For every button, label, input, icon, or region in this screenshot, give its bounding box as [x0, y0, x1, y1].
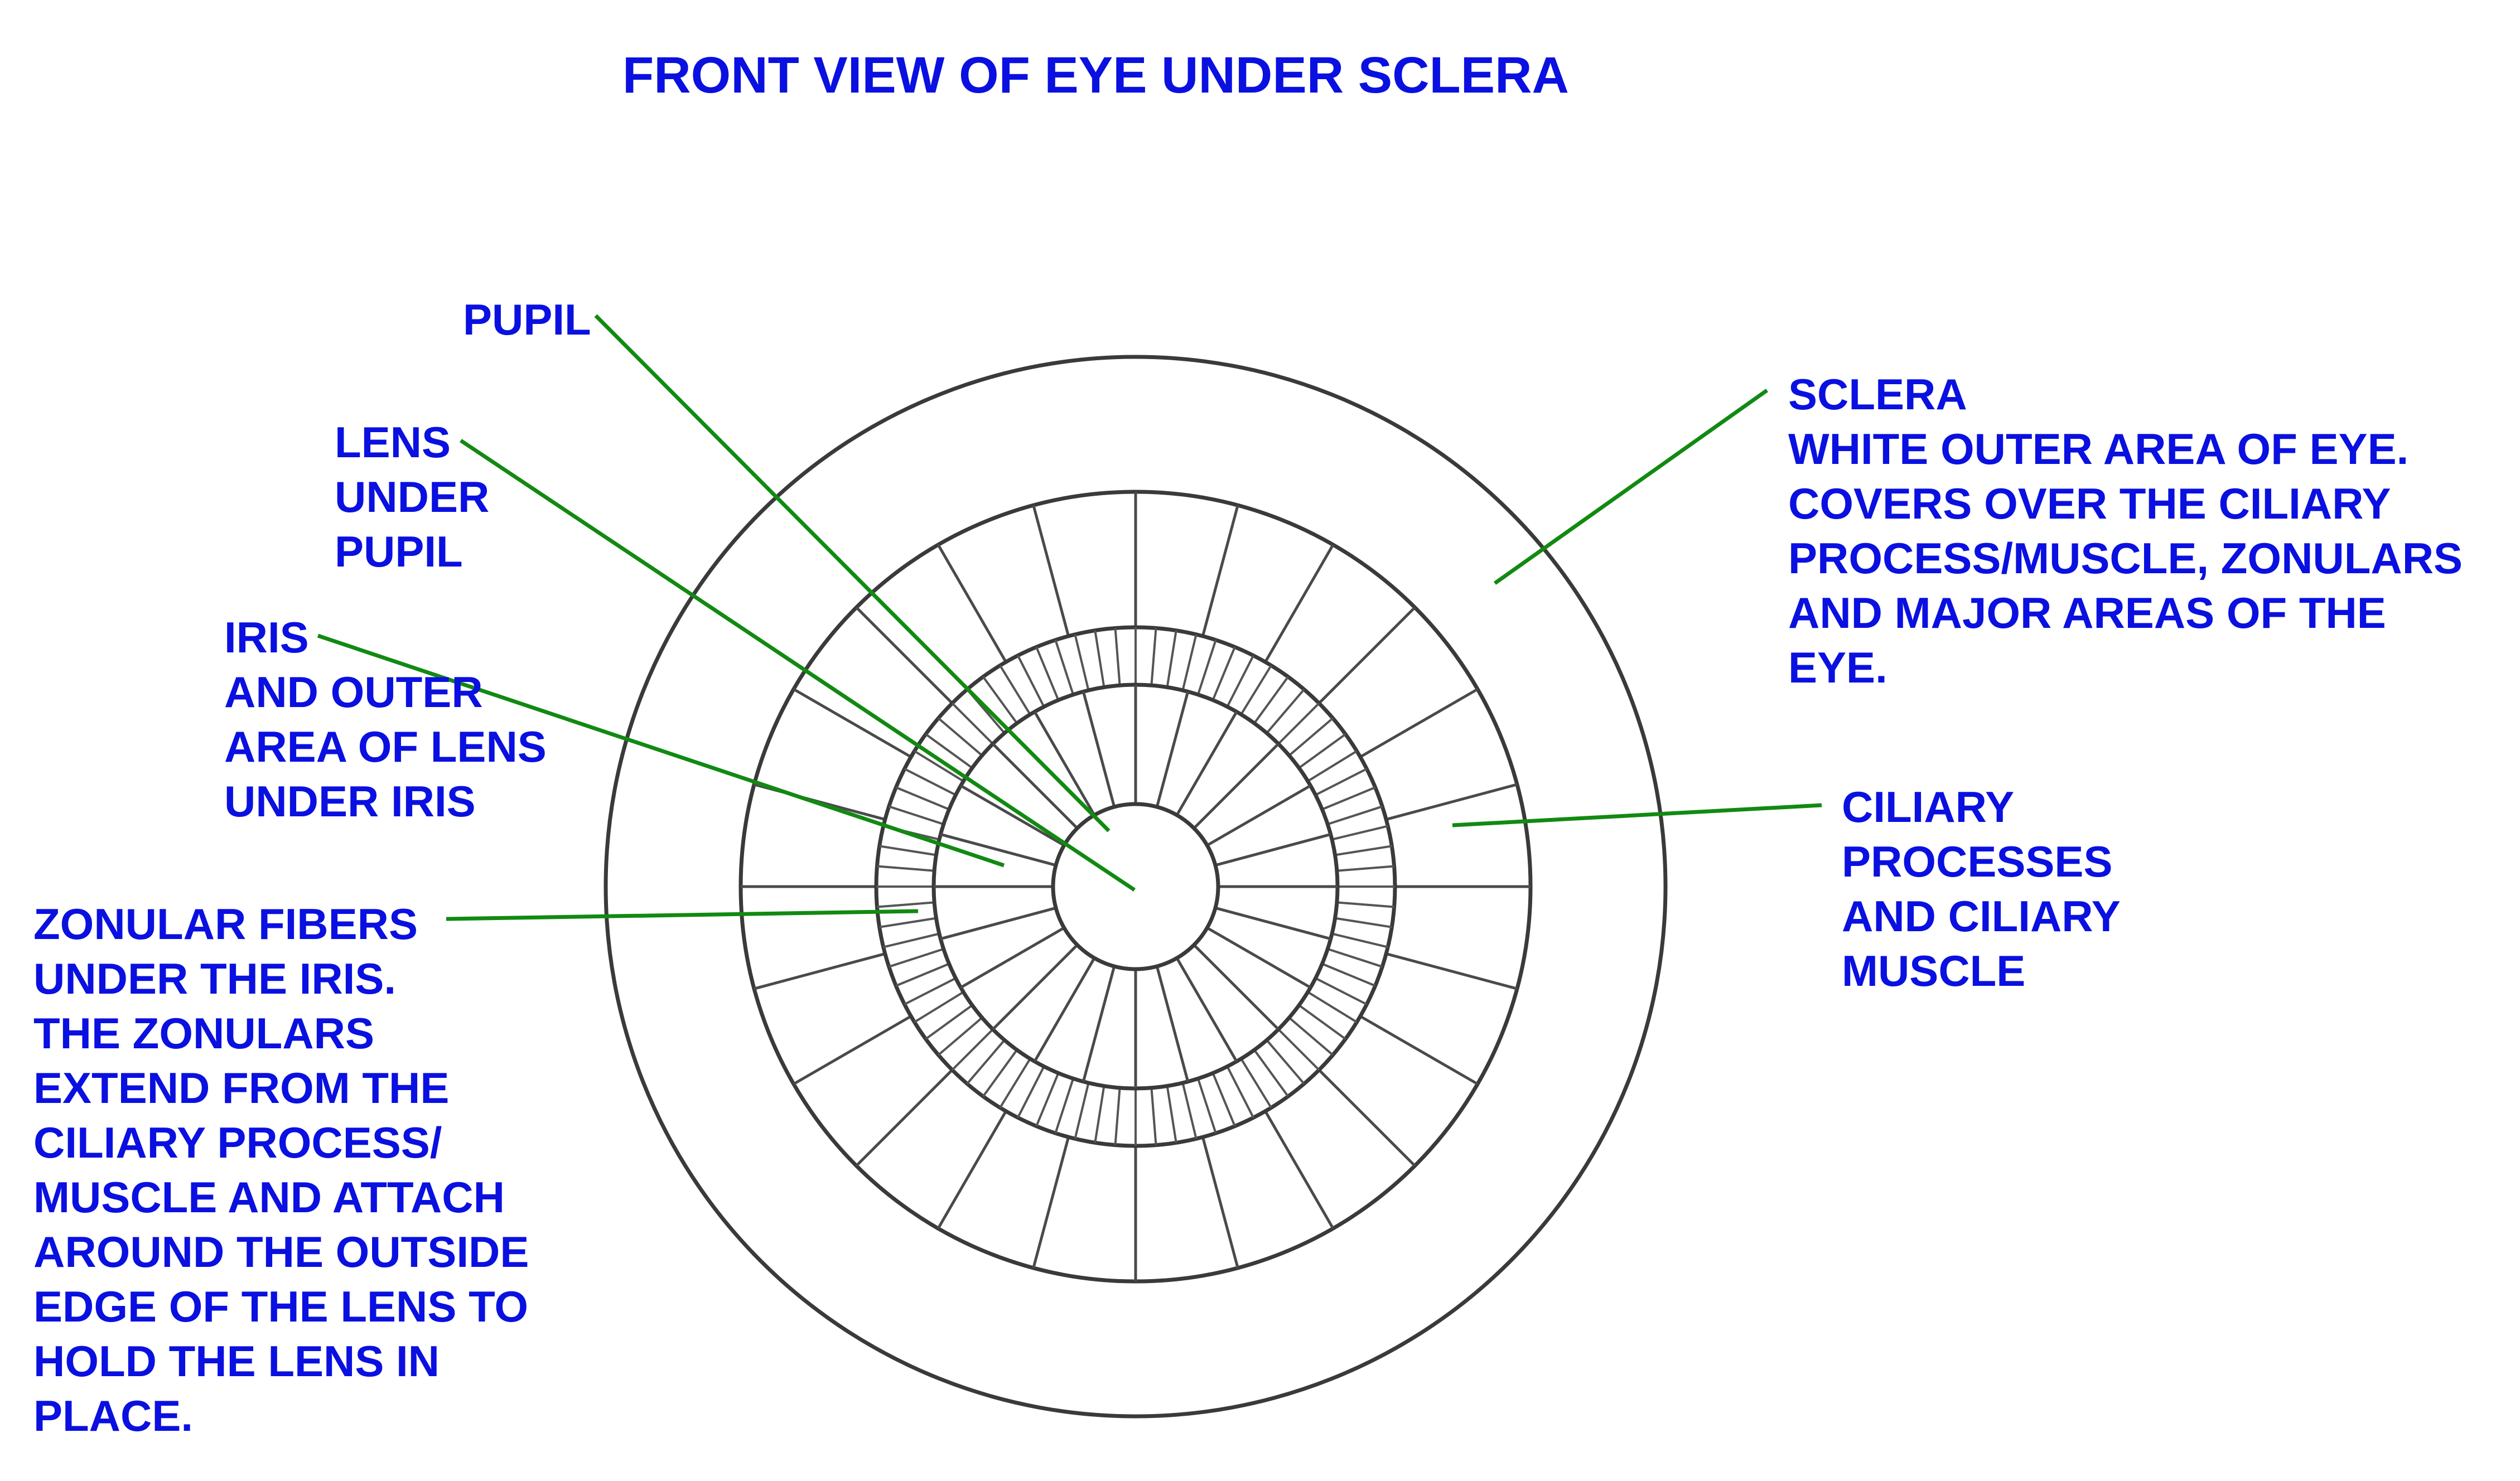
ciliary-process-divider	[938, 1111, 1006, 1228]
ciliary-process-divider	[856, 1070, 952, 1166]
ciliary-process-divider	[1266, 545, 1334, 662]
ciliary-process-divider	[938, 545, 1006, 662]
ciliary-process-divider	[1319, 1070, 1415, 1166]
ciliary-process-divider	[754, 954, 885, 989]
sclera-leader-line	[1495, 390, 1767, 583]
ciliary-process-divider	[856, 607, 952, 703]
sclera-label: SCLERA WHITE OUTER AREA OF EYE. COVERS O…	[1788, 370, 2475, 692]
ciliary-process-divider	[1386, 785, 1517, 820]
ciliary-process-divider	[794, 1017, 911, 1085]
ciliary-process-divider	[1360, 689, 1478, 757]
ciliary-leader-line	[1452, 805, 1822, 825]
ciliary-process-divider	[1034, 1137, 1069, 1268]
zonular-leader-line	[446, 911, 918, 919]
ciliary-process-divider	[1203, 505, 1238, 636]
ciliary-process-divider	[1319, 607, 1415, 703]
zonular-fibers-label: ZONULAR FIBERS UNDER THE IRIS. THE ZONUL…	[33, 899, 541, 1440]
ciliary-process-divider	[1360, 1017, 1478, 1085]
ciliary-process-divider	[794, 689, 911, 757]
ciliary-label: CILIARY PROCESSES AND CILIARY MUSCLE	[1842, 782, 2132, 995]
ciliary-process-divider	[1203, 1137, 1238, 1268]
pupil-label: PUPIL	[463, 295, 591, 344]
ciliary-process-divider	[1386, 954, 1517, 989]
diagram-title: FRONT VIEW OF EYE UNDER SCLERA	[622, 47, 1569, 104]
eye-drawing	[606, 357, 1665, 1416]
iris-label: IRIS AND OUTER AREA OF LENS UNDER IRIS	[224, 613, 558, 826]
ciliary-process-divider	[1266, 1111, 1334, 1228]
lens-label: LENS UNDER PUPIL	[335, 418, 501, 576]
ciliary-process-divider	[1034, 505, 1069, 636]
pupil-circle	[1053, 804, 1218, 969]
